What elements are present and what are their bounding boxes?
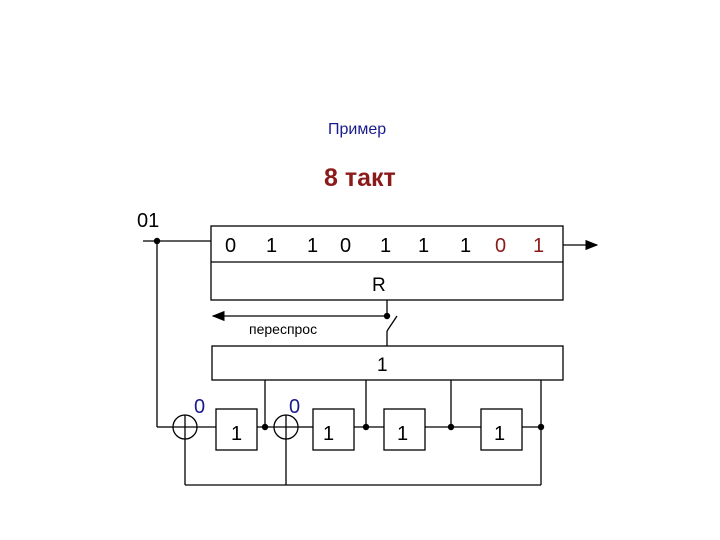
cell-value: 1: [231, 423, 243, 445]
register-bit: 1: [533, 235, 545, 257]
cell-value: 1: [494, 423, 506, 445]
subtitle: Пример: [328, 121, 387, 138]
register-bit: 1: [307, 235, 319, 257]
register-bit: 1: [418, 235, 430, 257]
resend-label: переспрос: [249, 321, 318, 337]
cell-value: 1: [323, 423, 335, 445]
register-bit: 0: [340, 235, 352, 257]
cell-2: [312, 408, 355, 451]
junction-tap-3: [447, 423, 455, 431]
register-bit: 1: [460, 235, 472, 257]
cell-3: [383, 408, 426, 451]
and-block-label: 1: [377, 355, 388, 376]
register-bit: 1: [380, 235, 392, 257]
register-label: R: [372, 275, 386, 296]
xor-input-label: 0: [194, 396, 206, 418]
page-title: 8 такт: [324, 164, 396, 192]
register-bit: 1: [266, 235, 278, 257]
cell-value: 1: [397, 423, 409, 445]
junction-switch: [383, 312, 391, 320]
and-block: [211, 345, 564, 381]
xor-input-label: 0: [289, 396, 301, 418]
junction-tap-1: [261, 423, 269, 431]
register-bit: 0: [225, 235, 237, 257]
junction-input: [153, 237, 161, 245]
input-bits: 01: [137, 210, 160, 232]
cell-4: [480, 408, 523, 451]
register-bit: 0: [495, 235, 507, 257]
junction-tap-4: [537, 423, 545, 431]
switch-lever: [386, 315, 398, 332]
junction-tap-2: [362, 423, 370, 431]
cell-1: [215, 408, 258, 451]
